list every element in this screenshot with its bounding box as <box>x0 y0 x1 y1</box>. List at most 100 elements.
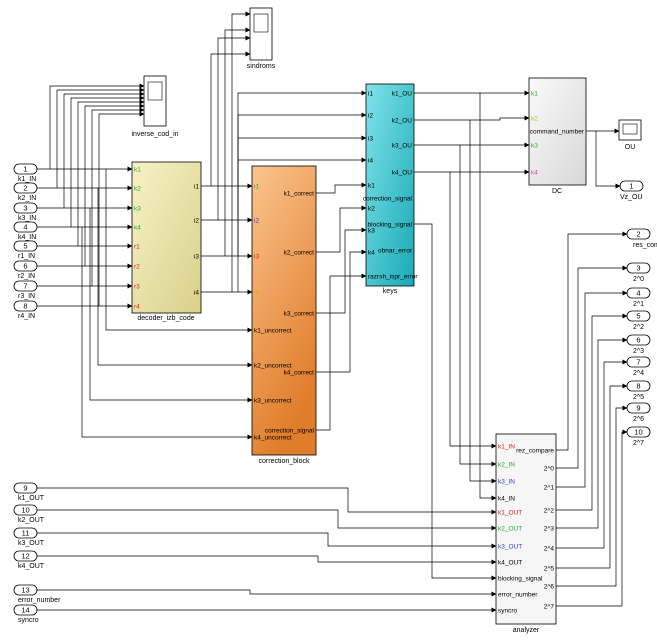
inport-8[interactable]: 8 r4_IN <box>13 300 38 320</box>
scope-inverse-cod-in[interactable]: inverse_cod_in <box>131 75 179 138</box>
inport-number: 2 <box>23 184 27 193</box>
inport-number: 12 <box>21 552 29 561</box>
inport-6[interactable]: 6 r2_IN <box>13 260 38 280</box>
analyzer-out-2^4: 2^4 <box>544 546 555 553</box>
outport-1[interactable]: 1Vz_OU <box>619 180 644 201</box>
correction-out-k3_uncorrect: k3_uncorrect <box>254 398 292 405</box>
correction-out-correction_signal: correction_signal <box>265 428 315 435</box>
inport-5[interactable]: 5 r1_IN <box>13 240 38 260</box>
outport-label: 2^0 <box>633 276 644 283</box>
outport-label: 2^5 <box>633 394 644 401</box>
outport-6[interactable]: 62^3 <box>626 334 651 355</box>
inport-label: k3_OUT <box>18 540 45 547</box>
inport-3[interactable]: 3 k3_IN <box>13 202 38 222</box>
inport-label: r4_IN <box>18 313 35 320</box>
inport-number: 6 <box>23 262 27 271</box>
inport-14[interactable]: 14 syncro <box>13 604 39 624</box>
inport-13[interactable]: 13 error_number <box>13 584 61 604</box>
inport-4[interactable]: 4k4_IN <box>13 221 38 241</box>
inport-number: 10 <box>21 506 29 515</box>
block-correction[interactable]: i1i2i3i4k1_correctk2_correctk3_correctk1… <box>251 165 317 465</box>
analyzer-in-k4_IN: k4_IN <box>498 496 515 503</box>
outport-number: 6 <box>636 336 640 345</box>
inport-number: 5 <box>23 242 27 251</box>
block-label: DC <box>552 188 562 195</box>
inport-label: r1_IN <box>18 253 35 260</box>
outport-number: 10 <box>634 428 642 437</box>
block-keys[interactable]: i1i2i3i4k1k2k3k4razrsh_ispr_errork1_OUk2… <box>363 83 418 295</box>
scope-sindroms[interactable]: sindroms <box>247 7 276 70</box>
scope-ou[interactable]: OU <box>618 119 642 151</box>
block-analyzer[interactable]: k1_INk2_INk3_INk4_INk1_OUTk2_OUTk3_OUTk4… <box>495 433 557 634</box>
outport-8[interactable]: 82^5 <box>626 380 651 401</box>
analyzer-in-k2_IN: k2_IN <box>498 462 515 469</box>
outport-number: 8 <box>636 382 640 391</box>
inport-2[interactable]: 2k2_IN <box>13 182 38 202</box>
analyzer-in-k4_OUT: k4_OUT <box>498 560 522 567</box>
decoder-in-k1: k1 <box>134 167 141 174</box>
outport-5[interactable]: 52^2 <box>626 310 651 331</box>
outport-number: 3 <box>636 264 640 273</box>
decoder-out-i3: i3 <box>194 254 199 261</box>
inport-label: k4_IN <box>18 234 36 241</box>
scope-label: inverse_cod_in <box>131 131 178 138</box>
correction-in-i2: i2 <box>254 218 259 225</box>
outport-number: 9 <box>636 404 640 413</box>
keys-in-k2: k2 <box>368 206 375 213</box>
keys-in-i4: i4 <box>368 158 373 165</box>
decoder-in-k4: k4 <box>134 225 141 232</box>
keys-out-blocking_signal: blocking_signal <box>368 222 413 229</box>
inport-number: 7 <box>23 282 27 291</box>
correction-out-k2_correct: k2_correct <box>284 250 315 257</box>
inport-number: 13 <box>21 586 29 595</box>
outport-label: 2^7 <box>633 440 644 447</box>
keys-out-k4_OU: k4_OU <box>392 170 413 177</box>
outport-4[interactable]: 42^1 <box>626 287 651 308</box>
decoder-out-i1: i1 <box>194 184 199 191</box>
inport-number: 3 <box>23 204 27 213</box>
block-label: keys <box>383 288 398 295</box>
correction-in-i4: i4 <box>254 290 259 297</box>
keys-out-k3_OU: k3_OU <box>392 143 413 150</box>
outport-10[interactable]: 102^7 <box>626 426 651 447</box>
inport-label: error_number <box>18 597 61 604</box>
analyzer-in-blocking_signal: blocking_signal <box>498 576 543 583</box>
inport-label: r3_IN <box>18 293 35 300</box>
block-label: analyzer <box>513 627 540 634</box>
inport-label: k3_IN <box>18 215 36 222</box>
analyzer-in-error_number: error_number <box>498 592 538 599</box>
inport-number: 9 <box>23 484 27 493</box>
outport-7[interactable]: 72^4 <box>626 356 651 377</box>
outport-number: 1 <box>629 182 633 191</box>
outport-number: 2 <box>636 230 640 239</box>
analyzer-out-2^6: 2^6 <box>544 584 555 591</box>
inport-label: syncro <box>18 617 39 624</box>
keys-in-i1: i1 <box>368 91 373 98</box>
inport-number: 14 <box>21 606 29 615</box>
keys-out-k1_OU: k1_OU <box>392 91 413 98</box>
dc-out-command-number: command_number <box>530 129 585 136</box>
outport-9[interactable]: 92^6 <box>626 402 651 423</box>
analyzer-in-k3_IN: k3_IN <box>498 479 515 486</box>
correction-out-k1_uncorrect: k1_uncorrect <box>254 328 292 335</box>
inport-number: 8 <box>23 302 27 311</box>
decoder-in-k2: k2 <box>134 186 141 193</box>
keys-in-k4: k4 <box>368 250 375 257</box>
inport-label: r2_IN <box>18 273 35 280</box>
inport-9[interactable]: 9k1_OUT <box>13 482 45 502</box>
scope-label: sindroms <box>247 63 276 70</box>
outport-3[interactable]: 32^0 <box>626 262 651 283</box>
correction-out-k2_uncorrect: k2_uncorrect <box>254 363 292 370</box>
analyzer-in-k3_OUT: k3_OUT <box>498 544 522 551</box>
inport-7[interactable]: 7 r3_IN <box>13 280 38 300</box>
inport-1[interactable]: 1k1_IN <box>13 163 38 183</box>
block-label: correction_block <box>259 458 310 465</box>
correction-in-i1: i1 <box>254 184 259 191</box>
